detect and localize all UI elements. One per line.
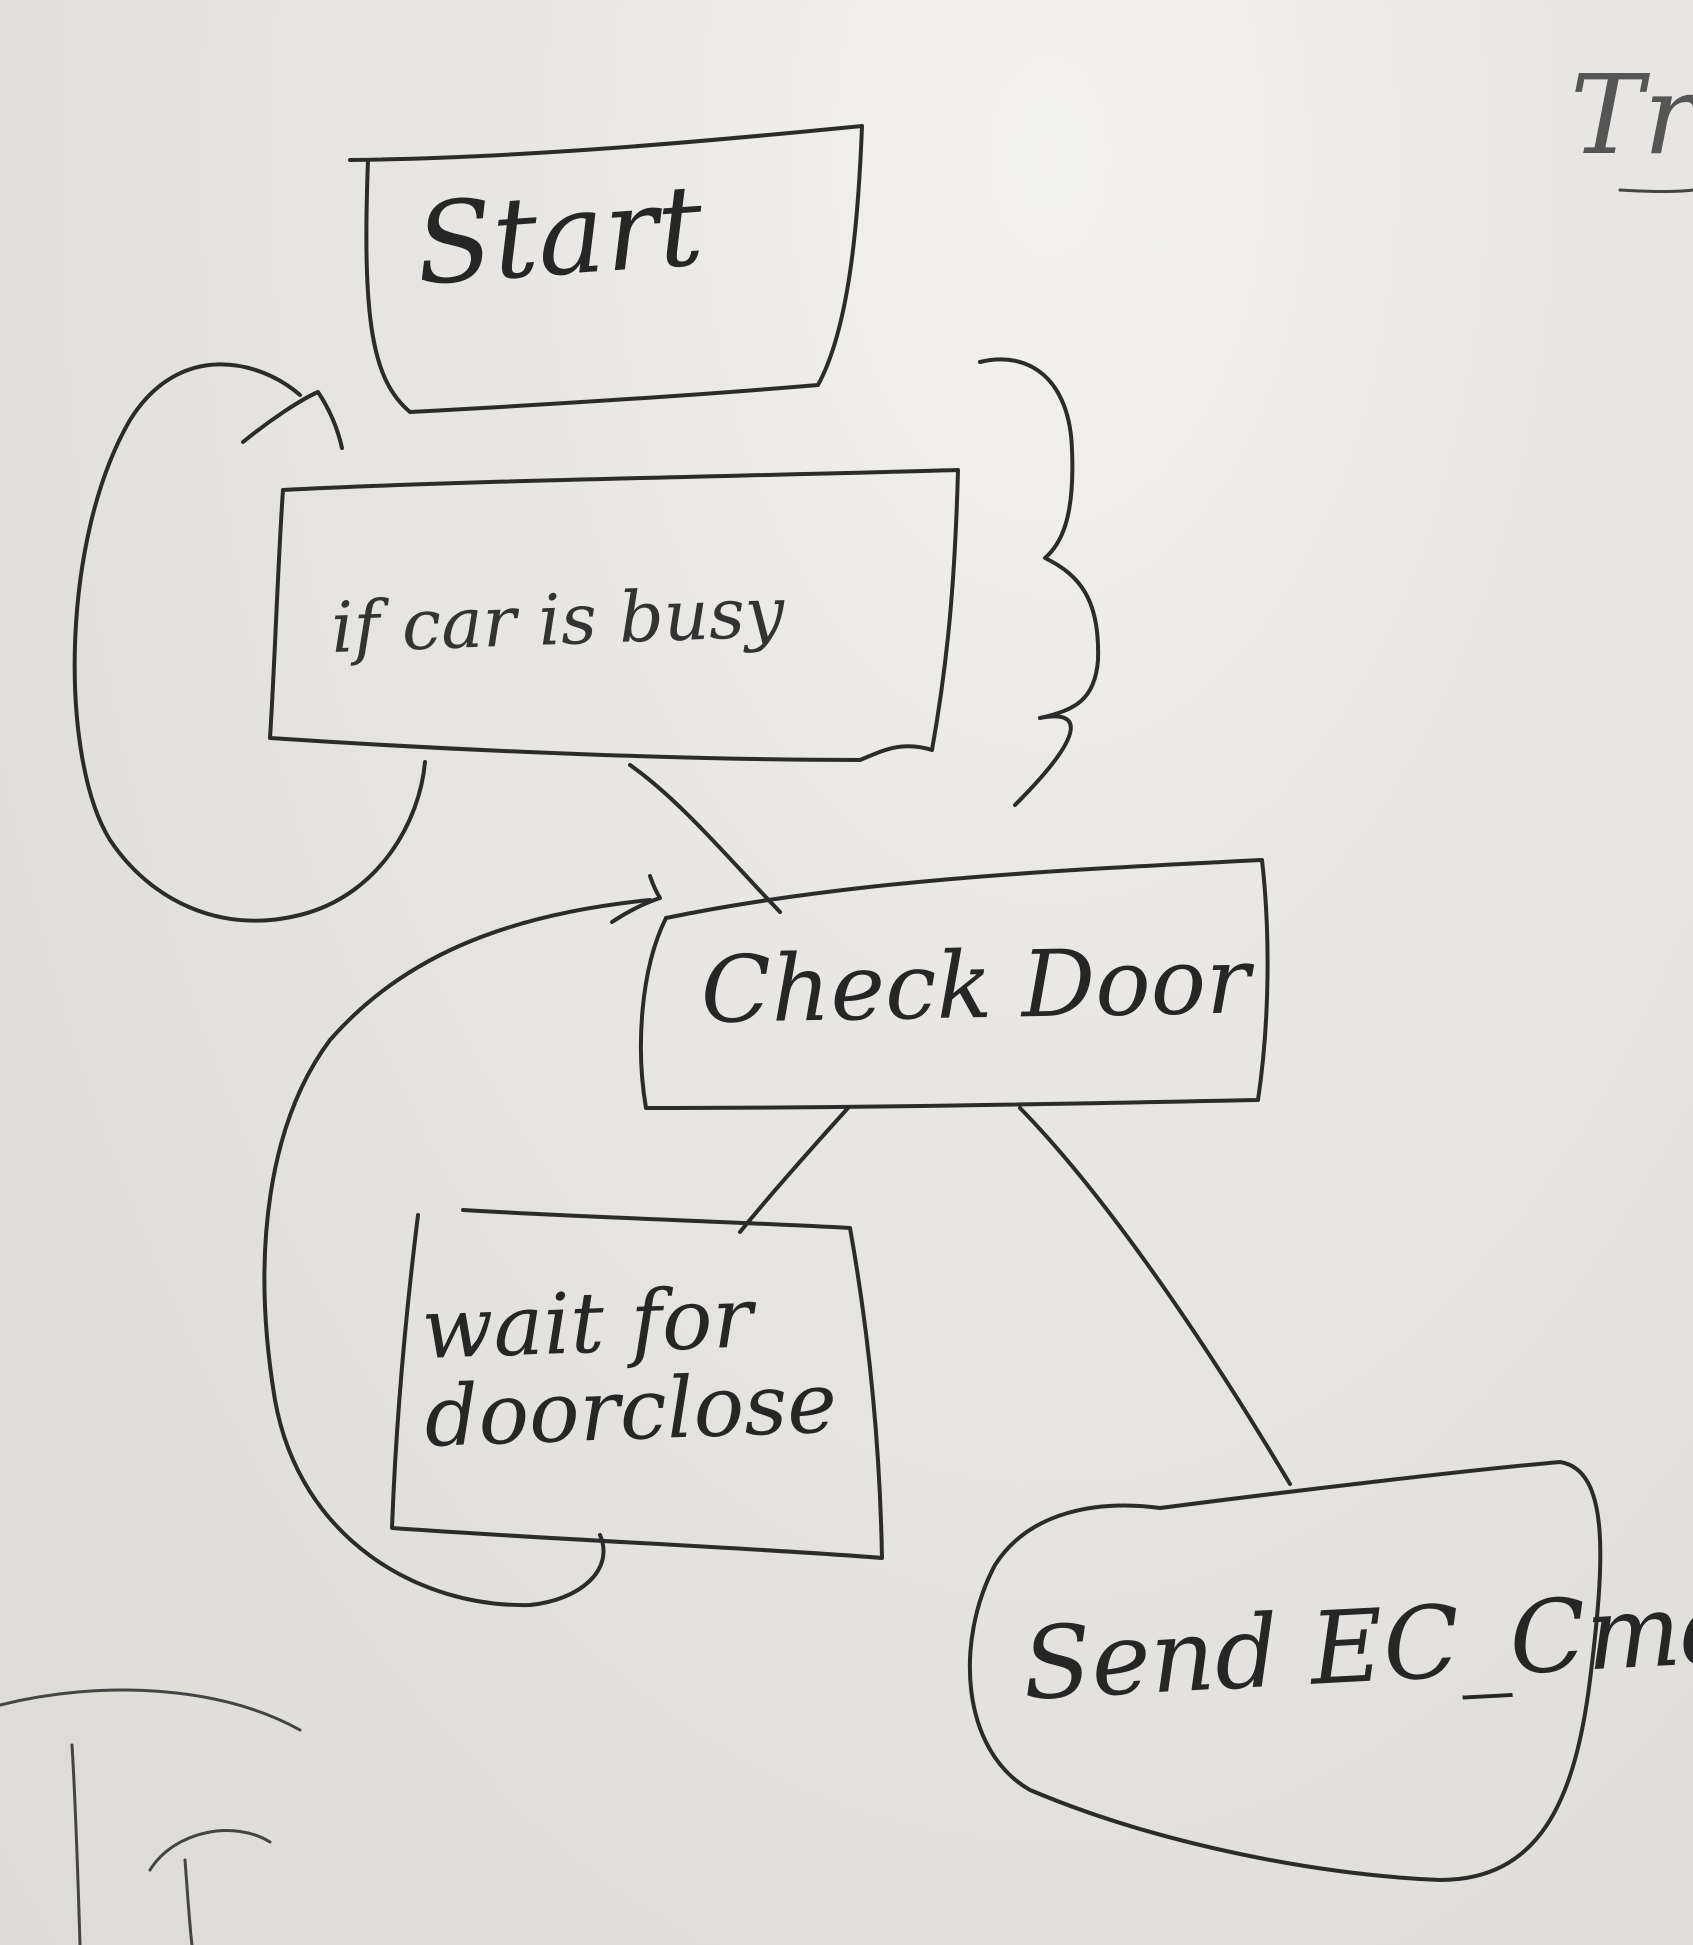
node-if-car-busy: if car is busy [329,571,786,669]
node-check-door: Check Door [699,927,1251,1044]
loop-arrow-left [72,362,427,923]
node-start: Start [411,160,708,311]
send-box [967,1460,1603,1882]
node-wait-line2: doorclose [422,1353,839,1467]
node-wait-door-close: wait for doorclose [420,1268,839,1467]
loop-arrow-wait-to-check [262,898,652,1608]
connector-check-to-send [1018,1106,1292,1486]
brace-right [978,357,1101,807]
loop-arrowhead-left [241,390,344,450]
bottom-left-tick [70,1743,82,1945]
loop-arrowhead-check [610,874,662,924]
start-box [348,124,864,414]
bottom-left-tick2 [183,1858,194,1945]
connector-if-to-check [628,763,782,914]
connector-check-to-wait [738,1106,850,1234]
check-door-box [638,858,1270,1110]
corner-fragment: Tr [1570,51,1693,179]
wait-box [390,1208,884,1560]
if-busy-box [268,468,960,762]
corner-box-edge [1618,188,1693,193]
bottom-left-arc [0,1688,302,1732]
bottom-left-arc2 [148,1829,272,1872]
